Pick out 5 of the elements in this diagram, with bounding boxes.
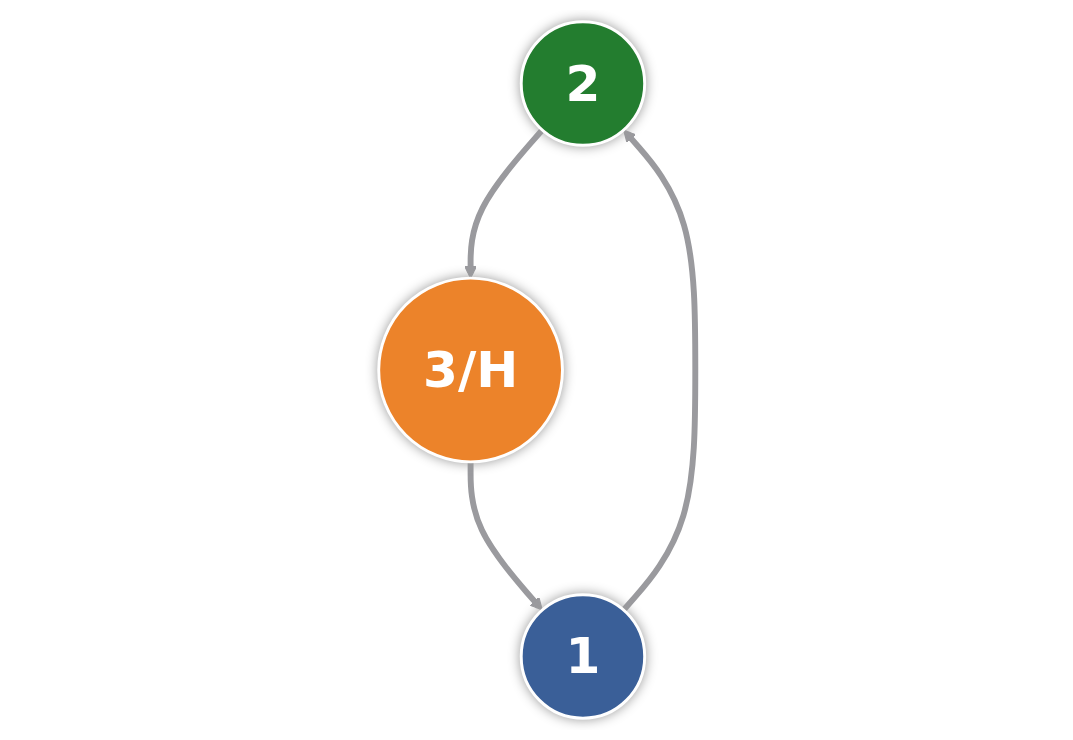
node-circle: 2 [519, 20, 646, 147]
arrow [467, 461, 543, 611]
arrow [620, 129, 698, 612]
arrow [463, 128, 544, 279]
node-circle: 1 [519, 593, 646, 720]
